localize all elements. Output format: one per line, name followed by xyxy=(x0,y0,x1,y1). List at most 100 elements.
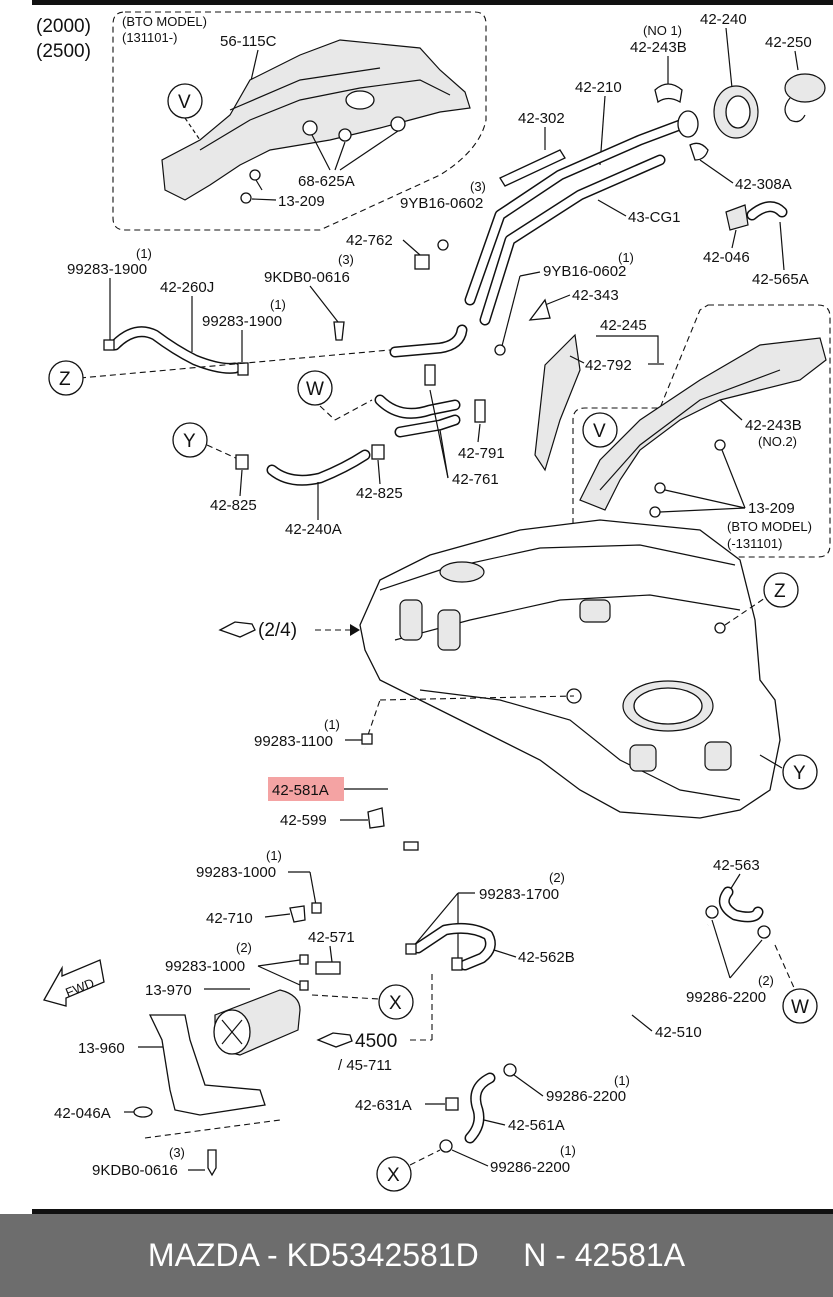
label-42-581a[interactable]: 42-581A xyxy=(272,782,329,799)
parts-diagram: (2000) (2500) (BTO MODEL) (131101-) 56-1… xyxy=(32,0,833,1214)
label-42-260j: 42-260J xyxy=(160,279,214,296)
label-42-245: 42-245 xyxy=(600,317,647,334)
label-42-631a: 42-631A xyxy=(355,1097,412,1114)
label-9yb16-0602-b: 9YB16-0602 xyxy=(543,263,626,280)
bolt-9kdb0-0616-a xyxy=(333,321,345,341)
nut-9yb16-a xyxy=(437,239,449,251)
part-42-762 xyxy=(414,254,430,270)
label-42-563: 42-563 xyxy=(713,857,760,874)
leader-99286-2200-b xyxy=(513,1074,544,1097)
fuel-tank xyxy=(359,519,781,819)
label-99283-1700: 99283-1700 xyxy=(479,886,559,903)
clamp-99283-1000-b2 xyxy=(299,980,309,991)
ref-4500: 4500 xyxy=(355,1031,397,1052)
label-42-599: 42-599 xyxy=(280,812,327,829)
label-42-302: 42-302 xyxy=(518,110,565,127)
callout-w-mid: W xyxy=(297,370,333,406)
clamp-99283-1100 xyxy=(361,733,373,745)
ref-2-4-arrow xyxy=(350,624,360,636)
label-99283-1000-b: 99283-1000 xyxy=(165,958,245,975)
clip-13-209-1 xyxy=(249,169,261,181)
callout-v-mid: V xyxy=(582,412,618,448)
part-42-710 xyxy=(289,905,306,923)
qty-1-b: (1) xyxy=(136,246,152,261)
qty-3-b: (3) xyxy=(338,252,354,267)
label-42-308a: 42-308A xyxy=(735,176,792,193)
no2-label: (NO.2) xyxy=(758,434,797,449)
highlight-42-581a xyxy=(268,777,344,801)
leader-99286-2200-c xyxy=(451,1149,489,1167)
fwd-arrow-icon xyxy=(43,959,105,1007)
leader-42-565a xyxy=(779,221,785,271)
clamp-99286-2200-a1 xyxy=(705,905,719,919)
clamp-99283-1000-a xyxy=(311,902,322,914)
leader-42-245 xyxy=(596,335,659,363)
clip-68-625a-3 xyxy=(338,128,352,142)
bracket-42-245 xyxy=(534,333,581,472)
svg-text:X: X xyxy=(389,993,402,1014)
clip-68-625a-1 xyxy=(302,120,318,136)
callout-y-mid: Y xyxy=(172,422,208,458)
svg-text:V: V xyxy=(178,92,191,113)
callout-x-mid: X xyxy=(378,984,414,1020)
leader-43-cg1 xyxy=(597,199,627,217)
part-42-343 xyxy=(528,298,551,321)
tank-pump-top xyxy=(439,561,485,583)
part-42-308a xyxy=(689,142,709,161)
leader-68-625a-3 xyxy=(339,130,399,171)
clamp-42-825-b xyxy=(371,444,385,460)
leader-99286-2200-a2 xyxy=(729,939,763,979)
no1-label: (NO 1) xyxy=(643,23,682,38)
leader-42-792 xyxy=(569,355,585,364)
label-99286-2200-b: 99286-2200 xyxy=(546,1088,626,1105)
label-42-046a: 42-046A xyxy=(54,1105,111,1122)
part-42-631a xyxy=(445,1097,459,1111)
tank-pocket-3 xyxy=(579,599,611,623)
leader-42-240 xyxy=(725,27,733,89)
leader-13-209-mid-2 xyxy=(664,489,746,509)
part-number-footer: MAZDA - KD5342581D N - 42581A xyxy=(0,1214,833,1297)
label-42-250: 42-250 xyxy=(765,34,812,51)
svg-text:W: W xyxy=(306,379,324,400)
leader-13-209-mid-3 xyxy=(659,507,746,513)
qty-1-g: (1) xyxy=(560,1143,576,1158)
leader-v-top xyxy=(184,117,201,141)
label-42-571: 42-571 xyxy=(308,929,355,946)
label-42-240a: 42-240A xyxy=(285,521,342,538)
label-42-825-a: 42-825 xyxy=(210,497,257,514)
leader-99283-1000-b xyxy=(257,959,301,967)
callout-w-bottom: W xyxy=(782,988,818,1024)
label-42-561a: 42-561A xyxy=(508,1117,565,1134)
ref-2-4: (2/4) xyxy=(258,620,297,641)
heat-insulator-top xyxy=(161,39,471,201)
qty-2-a: (2) xyxy=(236,940,252,955)
qty-1-f: (1) xyxy=(614,1073,630,1088)
clamp-42-825-a xyxy=(235,454,249,470)
callout-y-right: Y xyxy=(782,754,818,790)
tank-pocket-1 xyxy=(399,599,423,641)
label-13-209-top: 13-209 xyxy=(278,193,325,210)
part-42-240-ring-inner xyxy=(725,95,751,129)
leader-42-046 xyxy=(731,229,737,249)
callout-z-left: Z xyxy=(48,360,84,396)
bto-model-mid-label: (BTO MODEL) xyxy=(727,519,812,534)
pointing-hand-icon-2 xyxy=(316,1032,353,1048)
clamp-99286-2200-c xyxy=(439,1139,453,1153)
label-42-825-b: 42-825 xyxy=(356,485,403,502)
leader-42-510 xyxy=(631,1014,653,1032)
tank-pocket-4 xyxy=(629,744,657,772)
leader-68-625a-2 xyxy=(334,141,346,171)
label-42-792: 42-792 xyxy=(585,357,632,374)
bto-box-mid xyxy=(572,304,831,558)
label-99286-2200-c: 99286-2200 xyxy=(490,1159,570,1176)
leader-9yb16-b-2 xyxy=(501,275,521,347)
leader-42-791 xyxy=(477,423,481,443)
x-ref-line-bottom xyxy=(409,1149,441,1166)
leader-42-762 xyxy=(402,239,421,256)
qty-2-c: (2) xyxy=(758,973,774,988)
label-68-625a: 68-625A xyxy=(298,173,355,190)
leader-42-243b-mid xyxy=(719,399,743,421)
tank-port-z xyxy=(714,622,726,634)
leader-42-308a xyxy=(699,159,734,184)
nut-9yb16-b xyxy=(494,344,506,356)
